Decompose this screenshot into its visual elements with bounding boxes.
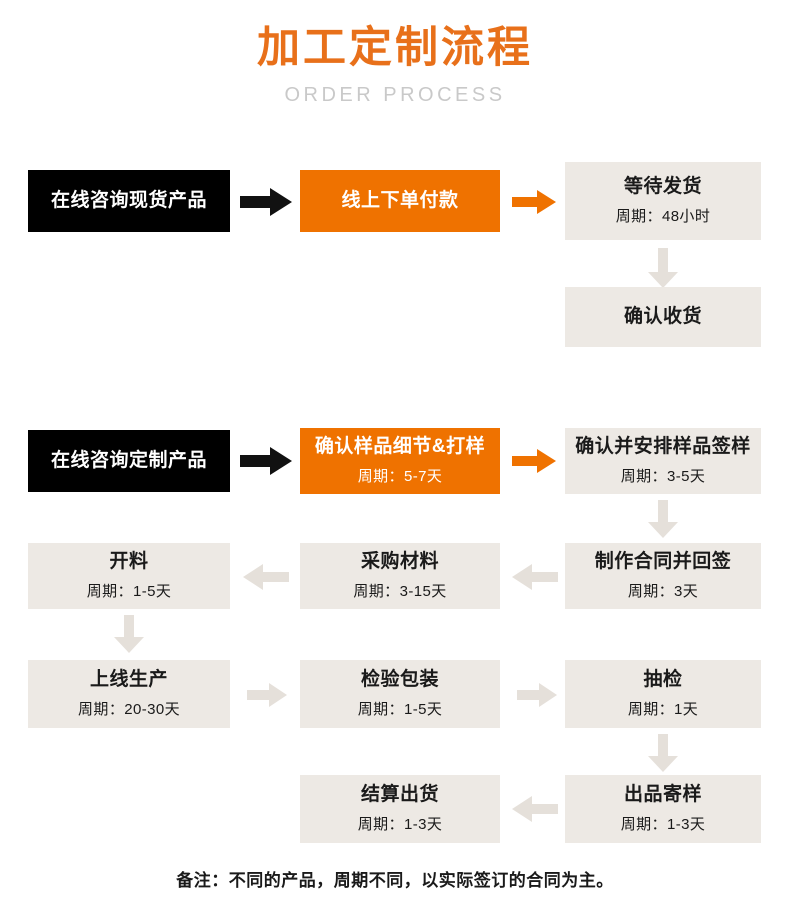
step-duration: 周期：5-7天 [357,467,443,485]
step-duration: 周期：1-3天 [357,815,443,833]
step-duration: 周期：1-3天 [620,815,706,833]
flow-step-stock-consult[interactable]: 在线咨询现货产品 [28,170,230,232]
step-duration: 周期：3-5天 [620,467,706,485]
flow-step-custom-settle-shipment[interactable]: 结算出货 周期：1-3天 [300,775,500,843]
custom-arrow-left-gray-3-icon [512,796,558,822]
step-title: 线上下单付款 [341,189,459,211]
step-duration: 周期：3-15天 [353,582,447,600]
flow-step-custom-spot-check[interactable]: 抽检 周期：1天 [565,660,761,728]
step-title: 抽检 [643,669,683,691]
footer-note: 备注：不同的产品，周期不同，以实际签订的合同为主。 [176,871,614,890]
step-title: 确认样品细节&打样 [314,436,486,458]
step-duration: 周期：1-5天 [86,582,172,600]
step-title: 等待发货 [623,176,702,198]
stock-arrow-right-orange-icon [512,190,556,214]
custom-arrow-down-gray-2-icon [114,615,144,653]
step-title: 在线咨询定制产品 [50,449,207,471]
step-title: 结算出货 [360,784,439,806]
step-duration: 周期：20-30天 [78,700,180,718]
flow-step-stock-confirm-receipt[interactable]: 确认收货 [565,287,761,347]
step-title: 检验包装 [360,669,439,691]
page-subtitle: ORDER PROCESS [284,83,506,106]
step-title: 制作合同并回签 [594,551,732,573]
step-title: 确认收货 [623,305,702,327]
flow-step-custom-ship-sample[interactable]: 出品寄样 周期：1-3天 [565,775,761,843]
flow-step-stock-await-shipment[interactable]: 等待发货 周期：48小时 [565,162,761,240]
step-duration: 周期：1-5天 [357,700,443,718]
stock-arrow-down-gray-icon [648,248,678,288]
custom-arrow-down-gray-1-icon [648,500,678,538]
custom-arrow-right-black-icon [240,447,292,475]
flow-step-custom-cutting[interactable]: 开料 周期：1-5天 [28,543,230,609]
step-duration: 周期：3天 [627,582,699,600]
step-title: 采购材料 [360,551,439,573]
custom-arrow-right-orange-icon [512,449,556,473]
custom-arrow-left-gray-1-icon [512,564,558,590]
step-duration: 周期：1天 [627,700,699,718]
step-title: 出品寄样 [623,784,702,806]
step-title: 上线生产 [89,669,168,691]
page-title: 加工定制流程 [257,24,533,72]
flow-step-custom-purchase-material[interactable]: 采购材料 周期：3-15天 [300,543,500,609]
step-duration: 周期：48小时 [615,207,711,225]
custom-arrow-down-gray-3-icon [648,734,678,772]
custom-arrow-left-gray-2-icon [243,564,289,590]
flow-step-stock-order-pay[interactable]: 线上下单付款 [300,170,500,232]
custom-arrow-right-gray-2-icon [517,683,557,707]
step-title: 确认并安排样品签样 [575,436,751,458]
flow-step-custom-arrange-sample-sign[interactable]: 确认并安排样品签样 周期：3-5天 [565,428,761,494]
flow-step-custom-inspect-package[interactable]: 检验包装 周期：1-5天 [300,660,500,728]
page-header: 加工定制流程 ORDER PROCESS [0,22,790,107]
flow-step-custom-contract-countersign[interactable]: 制作合同并回签 周期：3天 [565,543,761,609]
flow-step-custom-consult[interactable]: 在线咨询定制产品 [28,430,230,492]
stock-arrow-right-black-icon [240,188,292,216]
custom-arrow-right-gray-1-icon [247,683,287,707]
flow-step-custom-sample-detail[interactable]: 确认样品细节&打样 周期：5-7天 [300,428,500,494]
step-title: 在线咨询现货产品 [50,189,207,211]
flow-step-custom-production[interactable]: 上线生产 周期：20-30天 [28,660,230,728]
step-title: 开料 [109,551,149,573]
